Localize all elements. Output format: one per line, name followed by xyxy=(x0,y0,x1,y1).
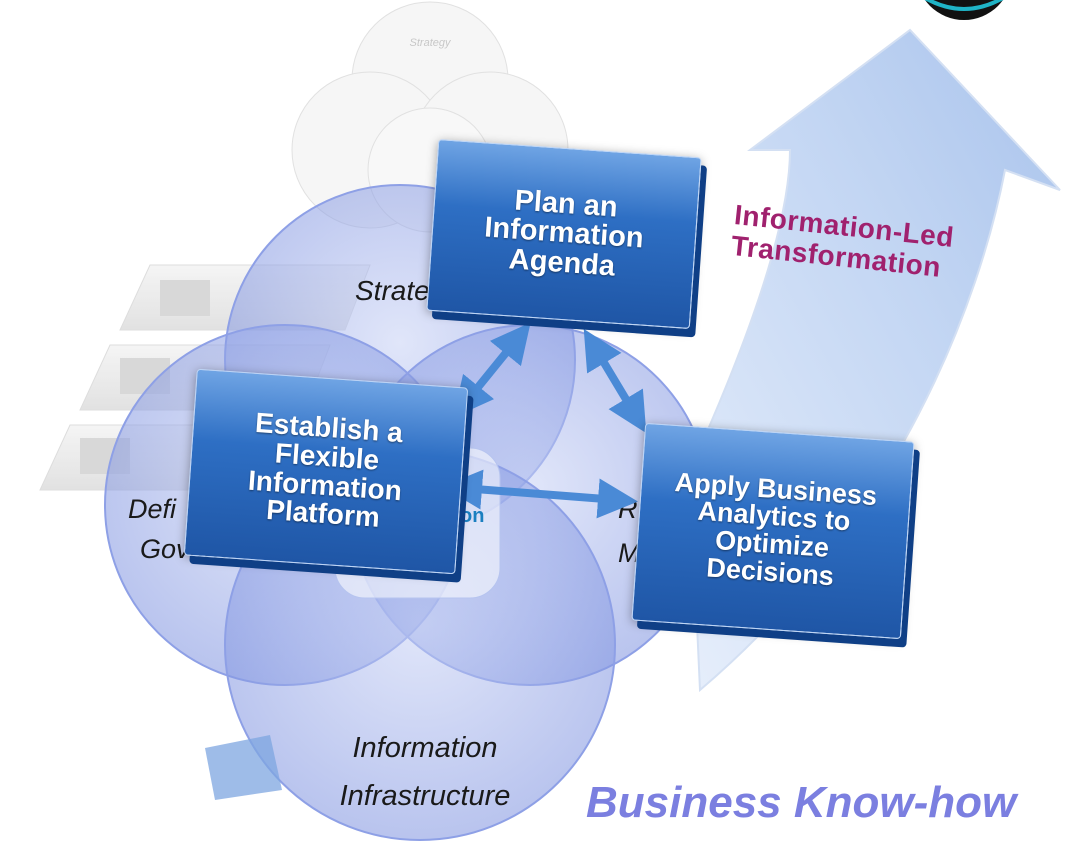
establish-platform-box: Establish a Flexible Information Platfor… xyxy=(183,368,469,575)
connector-plan-establish xyxy=(453,322,531,418)
business-knowhow-label: Business Know-how xyxy=(586,778,1017,827)
connector-establish-apply xyxy=(442,469,638,519)
apply-box-label: Apply Business Analytics to Optimize Dec… xyxy=(673,467,879,591)
connector-plan-apply xyxy=(583,328,647,434)
svg-text:Defi: Defi xyxy=(128,494,177,524)
apply-analytics-box: Apply Business Analytics to Optimize Dec… xyxy=(631,422,915,640)
establish-box-label: Establish a Flexible Information Platfor… xyxy=(247,407,404,533)
decorative-blue-tab xyxy=(205,735,282,800)
plan-box-label: Plan an Information Agenda xyxy=(483,184,645,283)
svg-text:Information: Information xyxy=(352,732,497,764)
svg-text:R: R xyxy=(618,494,638,524)
faded-strategy-label: Strategy xyxy=(410,37,452,49)
svg-text:on: on xyxy=(460,505,484,527)
label-information-infrastructure: Information Infrastructure xyxy=(340,732,511,812)
corner-logo-icon xyxy=(924,0,1004,20)
svg-text:Infrastructure: Infrastructure xyxy=(340,780,511,812)
connector-arrows xyxy=(442,322,647,519)
plan-information-agenda-box: Plan an Information Agenda xyxy=(426,139,702,329)
